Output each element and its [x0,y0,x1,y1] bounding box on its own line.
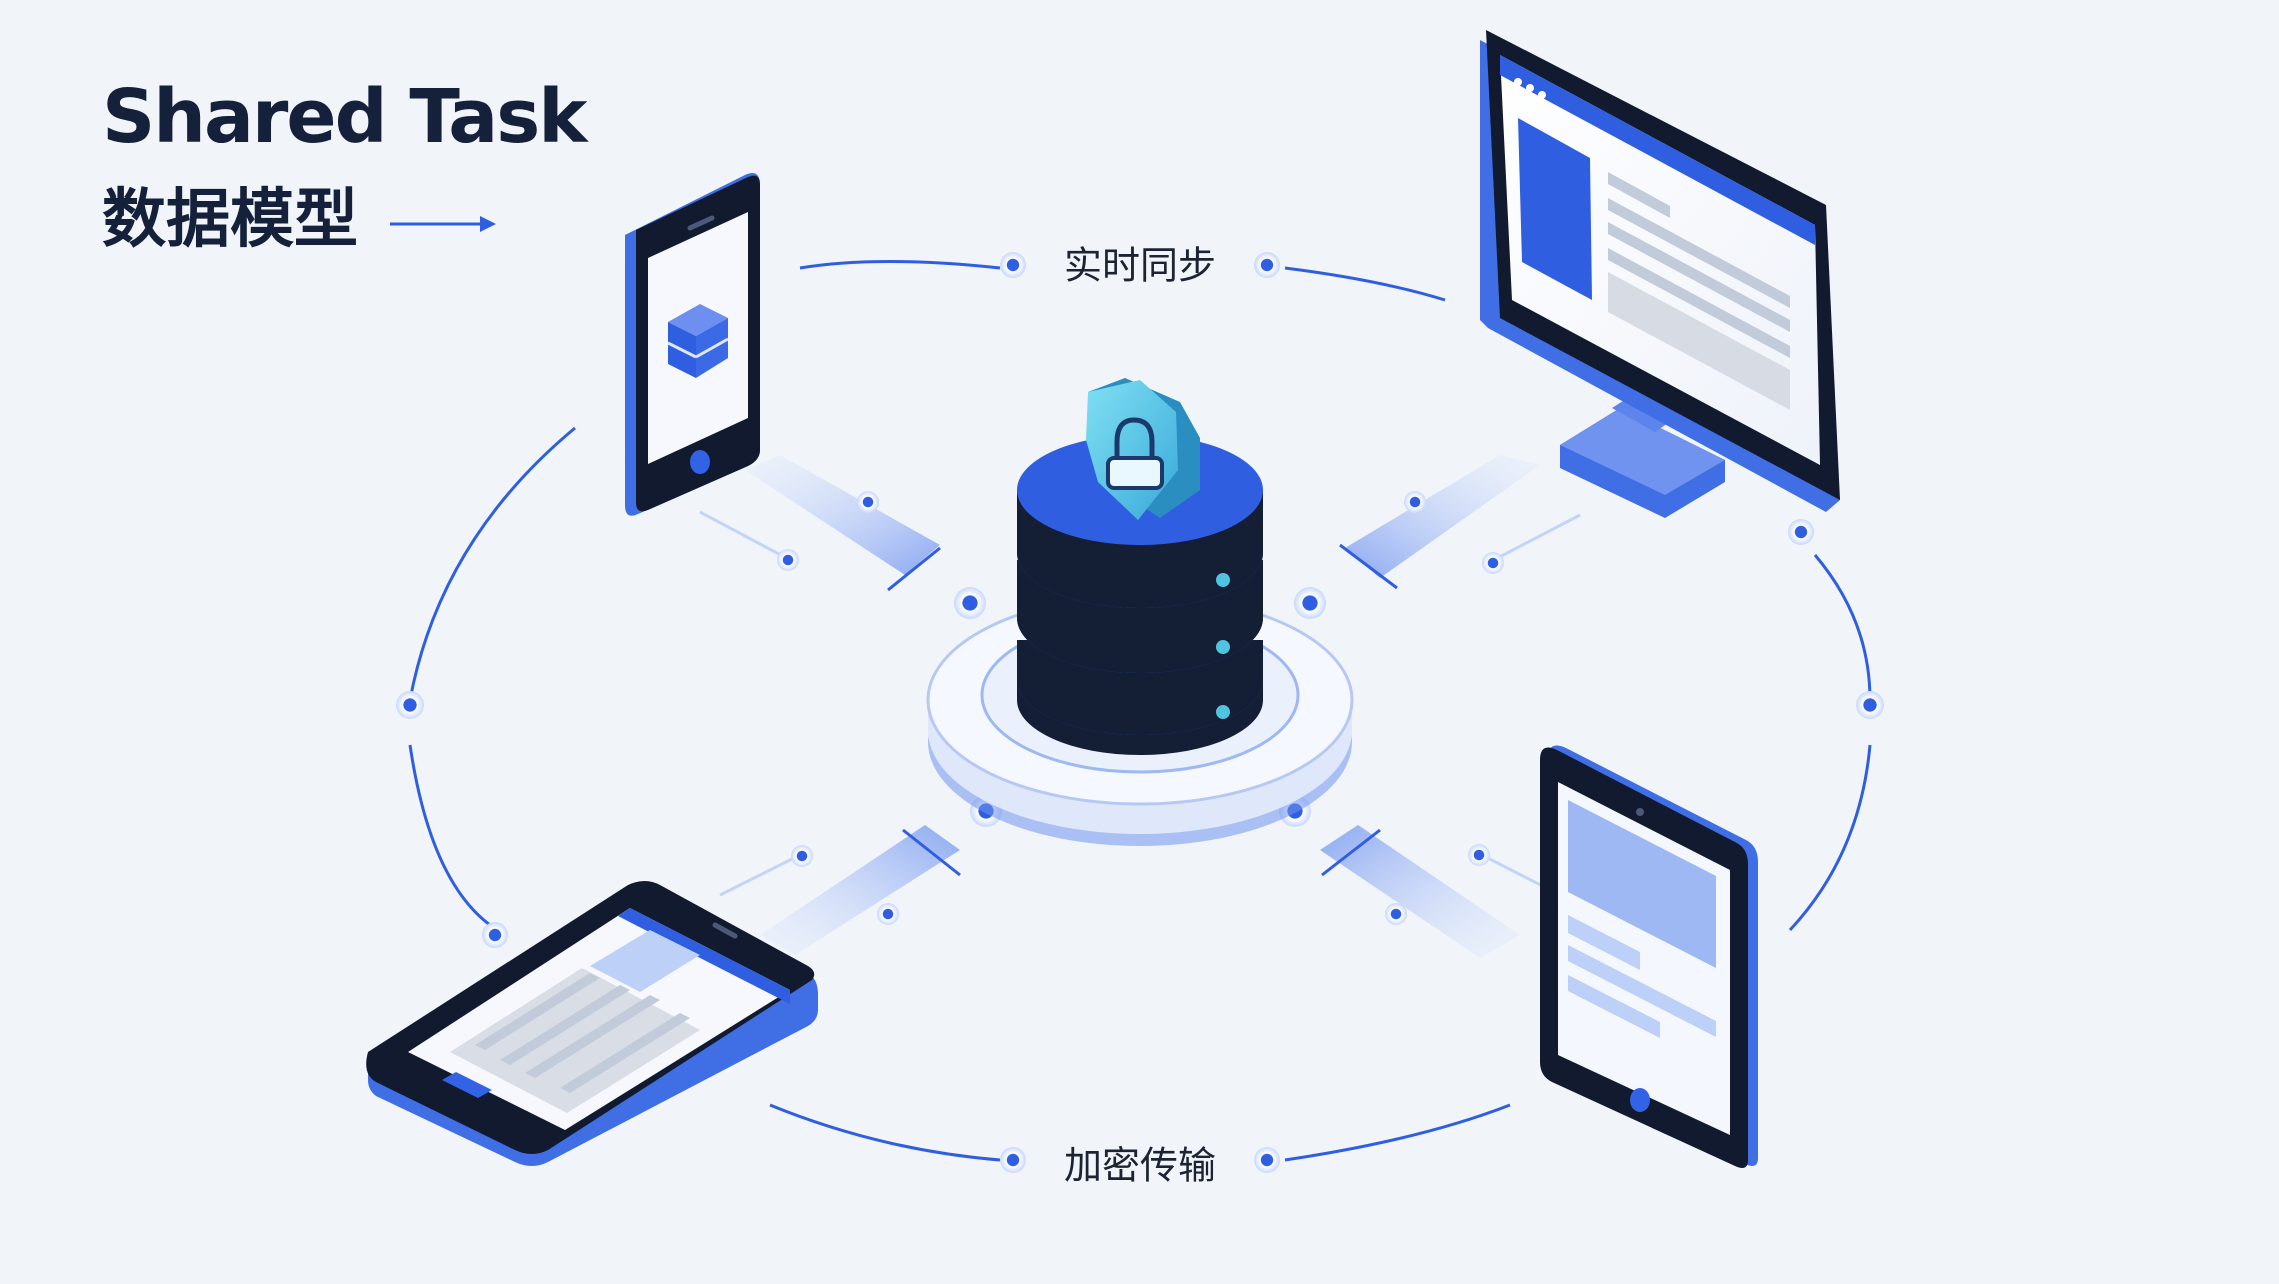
orbit-ring [408,260,1872,1162]
status-led [1216,573,1230,587]
orbit-node [1000,1147,1026,1173]
orbit-nodes [396,252,1884,1173]
beam-top-left [699,455,986,619]
cube-icon [667,304,729,378]
orbit-arc-left-lower [408,744,491,927]
beam-bottom-left [719,795,1002,955]
orbit-node [1856,691,1884,719]
beam-bottom-right [1279,795,1561,958]
orbit-node [482,922,508,948]
beam-top-right [1294,455,1581,619]
orbit-arc-top-left [799,260,1001,270]
orbit-arc-top-right [1284,266,1446,302]
lock-shield-icon [1086,378,1200,520]
title-arrow [390,216,496,232]
label-encrypted-transfer: 加密传输 [1063,1143,1217,1188]
title-block: Shared Task 数据模型 [102,74,587,257]
orbit-arc-bottom-right [1284,1103,1511,1162]
status-led [1216,705,1230,719]
orbit-node [1000,252,1026,278]
orbit-node [1254,252,1280,278]
orbit-node [1254,1147,1280,1173]
orbit-arc-right-lower [1788,744,1872,932]
orbit-arc-bottom-left [769,1103,1001,1162]
orbit-node [1788,519,1814,545]
title-secondary: 数据模型 [102,183,358,257]
orbit-node [396,691,424,719]
tablet[interactable] [1540,745,1758,1168]
orbit-arc-left-upper [408,426,576,701]
status-led [1216,640,1230,654]
smartphone[interactable] [625,172,760,516]
orbit-arc-right-upper [1813,554,1872,701]
title-primary: Shared Task [102,74,587,160]
label-realtime-sync: 实时同步 [1063,243,1217,288]
smartphone-landscape[interactable] [366,881,818,1166]
desktop-monitor[interactable] [1480,30,1840,518]
